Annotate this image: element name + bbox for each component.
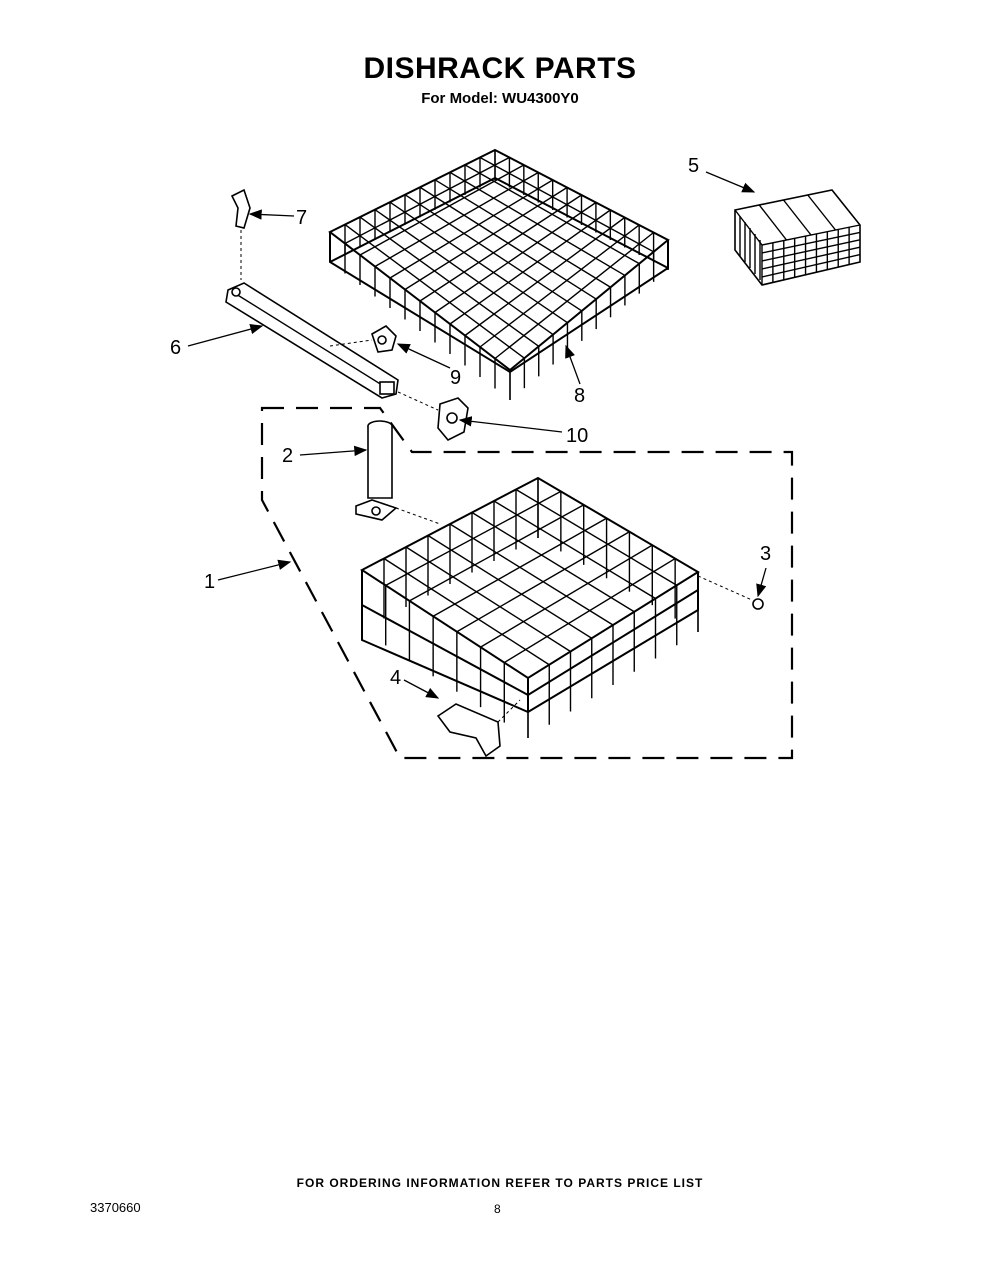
page-title: DISHRACK PARTS (363, 52, 637, 85)
rack-track (225, 282, 399, 399)
callout-5: 5 (688, 155, 699, 177)
callout-1: 1 (204, 571, 215, 593)
ordering-note: FOR ORDERING INFORMATION REFER TO PARTS … (296, 1176, 704, 1190)
document-number: 3370660 (90, 1200, 141, 1215)
rack-wheel (697, 575, 764, 610)
upper-rack (328, 148, 670, 400)
rack-roller (397, 391, 469, 441)
rack-stop (329, 325, 397, 353)
callout-10: 10 (566, 425, 588, 447)
silverware-basket (734, 189, 861, 286)
callout-2: 2 (282, 445, 293, 467)
rack-adjuster-clip (230, 188, 251, 280)
lower-rack-roller (436, 699, 521, 758)
callout-3: 3 (760, 543, 771, 565)
callout-7: 7 (296, 207, 307, 229)
callout-9: 9 (450, 367, 461, 389)
callout-6: 6 (170, 337, 181, 359)
lower-rack (360, 476, 700, 738)
callout-8: 8 (574, 385, 585, 407)
model-subtitle: For Model: WU4300Y0 (421, 90, 579, 107)
callout-leaders (187, 171, 767, 699)
page-number: 8 (494, 1202, 501, 1216)
spray-tube (355, 420, 441, 525)
callout-4: 4 (390, 667, 401, 689)
